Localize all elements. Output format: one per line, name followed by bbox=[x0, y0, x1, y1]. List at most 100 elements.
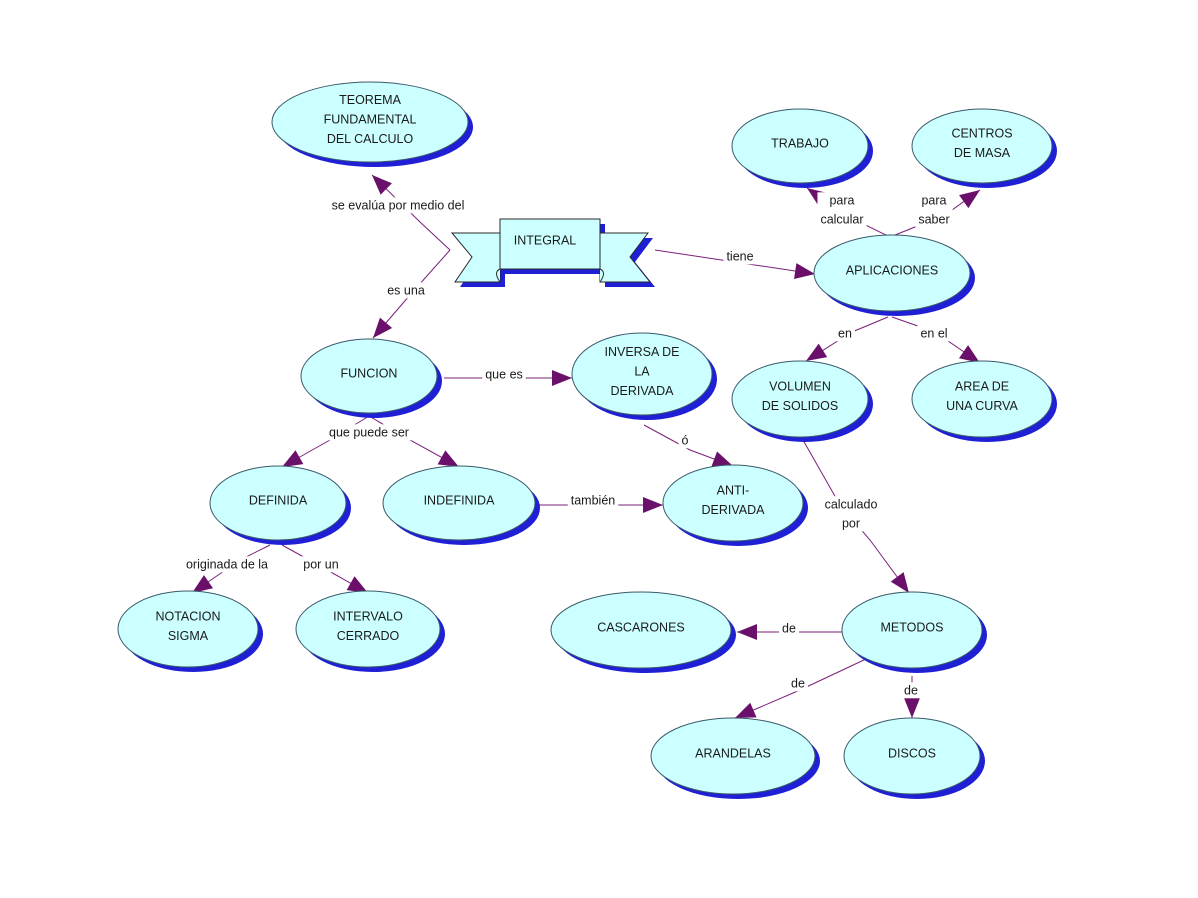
node-centros[interactable]: CENTROS DE MASA bbox=[911, 108, 1057, 188]
node-volumen[interactable]: VOLUMEN DE SOLIDOS bbox=[731, 360, 873, 442]
link-label-en-el: en el bbox=[917, 325, 951, 342]
node-ellipse bbox=[300, 338, 438, 414]
link-label-background bbox=[821, 496, 881, 532]
link-label-que-puede-ser: que puede ser bbox=[326, 424, 412, 441]
node-indefinida[interactable]: INDEFINIDA bbox=[382, 465, 540, 545]
node-intervalo[interactable]: INTERVALO CERRADO bbox=[295, 590, 445, 672]
arrowhead-icon bbox=[890, 572, 909, 593]
node-label: DE MASA bbox=[954, 146, 1011, 160]
link-label-background bbox=[779, 620, 799, 637]
link-label-tiene: tiene bbox=[723, 248, 757, 265]
node-label: INTERVALO bbox=[333, 610, 403, 624]
link-label-text: por un bbox=[303, 557, 338, 571]
link-label-de-discos: de bbox=[901, 682, 921, 699]
node-trabajo[interactable]: TRABAJO bbox=[731, 108, 873, 188]
node-label: AREA DE bbox=[955, 380, 1009, 394]
node-arandelas[interactable]: ARANDELAS bbox=[650, 717, 820, 799]
arrowhead-icon bbox=[372, 175, 392, 195]
link-label-text: es una bbox=[387, 283, 425, 297]
node-label: METODOS bbox=[881, 620, 944, 634]
arrowhead-icon bbox=[711, 451, 733, 467]
link-label-background bbox=[567, 492, 619, 509]
arrowhead-icon bbox=[346, 576, 368, 593]
link-label-background bbox=[384, 282, 428, 299]
arrowhead-icon bbox=[806, 343, 828, 361]
node-label: INVERSA DE bbox=[604, 345, 679, 359]
link-label-text: que es bbox=[485, 367, 523, 381]
arrowhead-icon bbox=[437, 450, 459, 467]
node-antiderivada[interactable]: ANTI-DERIVADA bbox=[662, 464, 808, 546]
node-label: VOLUMEN bbox=[769, 380, 831, 394]
link-label-background bbox=[901, 682, 921, 699]
arrowhead-icon bbox=[282, 450, 304, 467]
node-ellipse bbox=[731, 108, 869, 184]
node-ellipse bbox=[662, 464, 804, 542]
node-cascarones[interactable]: CASCARONES bbox=[550, 591, 736, 673]
banner-fold bbox=[599, 268, 604, 283]
link-label-se-evalua: se evalúa por medio del bbox=[328, 197, 468, 214]
banner-fold bbox=[496, 268, 501, 283]
link-label-text: tiene bbox=[726, 249, 753, 263]
node-ellipse bbox=[550, 591, 732, 669]
node-label: ARANDELAS bbox=[695, 746, 771, 760]
arrowhead-icon bbox=[958, 345, 980, 363]
node-label: ANTI- bbox=[717, 484, 750, 498]
arrowhead-icon bbox=[904, 698, 920, 718]
link-label-background bbox=[326, 424, 412, 441]
node-ellipse bbox=[841, 591, 983, 669]
link-label-background bbox=[300, 556, 342, 573]
node-label: TEOREMA bbox=[339, 93, 401, 107]
link-label-background bbox=[788, 675, 808, 692]
node-ellipse bbox=[382, 465, 536, 541]
node-ellipse bbox=[650, 717, 816, 795]
node-label: FUNCION bbox=[341, 366, 398, 380]
link-label-text: para bbox=[829, 193, 854, 207]
node-label: CASCARONES bbox=[597, 620, 685, 634]
node-label: DERIVADA bbox=[611, 384, 675, 398]
link-label-background bbox=[917, 325, 951, 342]
link-label-background bbox=[915, 192, 953, 228]
node-aplicaciones[interactable]: APLICACIONES bbox=[813, 234, 975, 316]
link-label-background bbox=[835, 325, 855, 342]
banner-center-panel bbox=[499, 218, 601, 270]
node-discos[interactable]: DISCOS bbox=[843, 717, 985, 799]
link-label-por-un: por un bbox=[300, 556, 342, 573]
banner-left-tail bbox=[450, 232, 501, 283]
link-label-text: en bbox=[838, 326, 852, 340]
node-label: DEFINIDA bbox=[249, 493, 308, 507]
arrowhead-icon bbox=[737, 624, 757, 640]
link-label-es-una: es una bbox=[384, 282, 428, 299]
link-integral-teorema bbox=[371, 174, 451, 251]
node-funcion[interactable]: FUNCION bbox=[300, 338, 442, 418]
link-label-text: en el bbox=[920, 326, 947, 340]
node-label: CENTROS bbox=[951, 127, 1012, 141]
node-label: APLICACIONES bbox=[846, 263, 938, 277]
node-ellipse bbox=[731, 360, 869, 438]
node-ellipse bbox=[813, 234, 971, 312]
node-integral[interactable]: INTEGRAL bbox=[450, 218, 655, 287]
arrowhead-icon bbox=[794, 263, 815, 279]
link-label-text: también bbox=[571, 493, 616, 507]
link-label-text: calcular bbox=[820, 212, 863, 226]
link-label-text: originada de la bbox=[186, 557, 268, 571]
link-label-background bbox=[817, 192, 867, 228]
node-definida[interactable]: DEFINIDA bbox=[209, 465, 351, 545]
link-label-o: ó bbox=[678, 432, 692, 449]
arrowhead-icon bbox=[959, 190, 980, 209]
link-label-text: saber bbox=[918, 212, 949, 226]
node-label: CERRADO bbox=[337, 629, 400, 643]
link-label-text: por bbox=[842, 516, 860, 530]
link-label-text: que puede ser bbox=[329, 425, 409, 439]
node-metodos[interactable]: METODOS bbox=[841, 591, 987, 673]
link-label-text: ó bbox=[682, 433, 689, 447]
node-ellipse bbox=[571, 332, 713, 416]
node-label: DE SOLIDOS bbox=[762, 399, 838, 413]
node-ellipse bbox=[117, 590, 259, 668]
